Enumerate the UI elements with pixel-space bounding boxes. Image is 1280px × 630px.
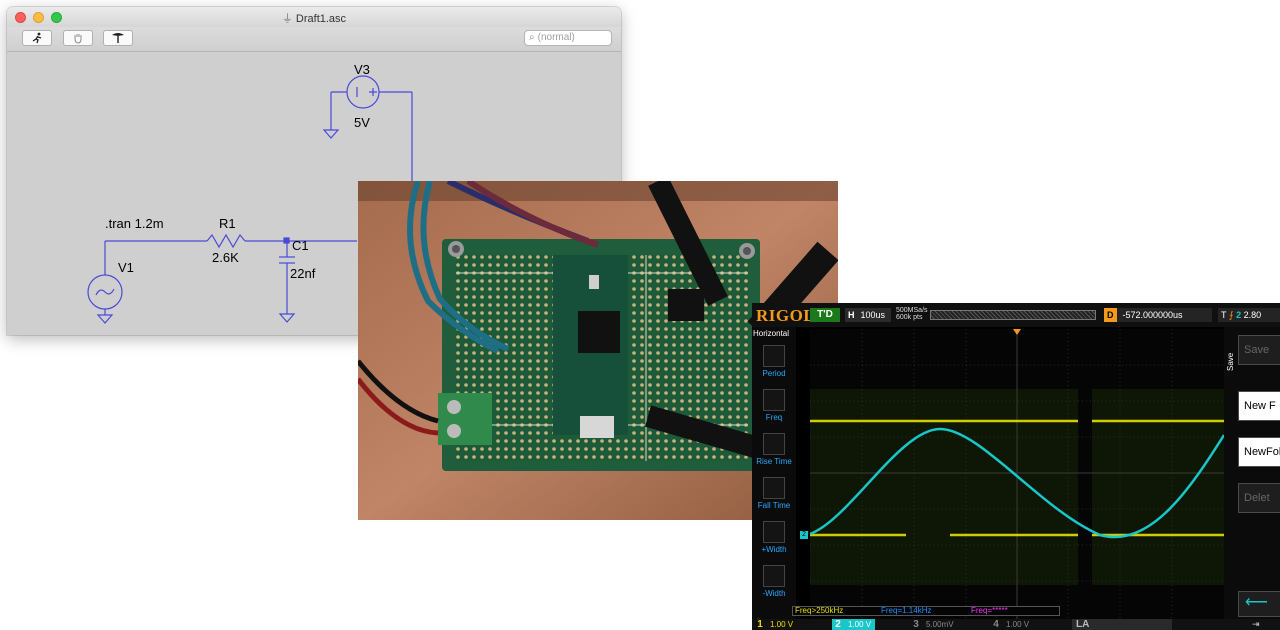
measure-neg-width-button[interactable]: -Width [752,565,796,609]
measure-rise-time-button[interactable]: Rise Time [752,433,796,477]
horizontal-menu: Horizontal Period Freq Rise Time Fall Ti… [752,327,796,619]
measure-label: Period [762,369,786,378]
tran-directive: .tran 1.2m [105,216,164,231]
brand-logo: RIGOL [756,306,816,325]
save-menu: Save Save New F NewFol Delet ⟵ [1224,327,1280,619]
freq-readout: Freq=***** [971,606,1008,615]
run-icon [32,32,42,44]
channel-1-trace [810,419,1224,537]
v1-label: V1 [118,260,134,275]
run-button[interactable] [22,30,52,46]
window-title-text: Draft1.asc [295,13,347,25]
channel-number: 1 [757,619,763,630]
trigger-edge-icon: ⨍ [1228,310,1234,320]
channel-3-readout[interactable]: 3 5.00mV [910,619,954,630]
channel-scale: 1.00 V [1006,620,1030,629]
waveform-grid [810,329,1224,619]
memory-overview [930,310,1096,320]
v3-ground-symbol [322,129,340,139]
search-icon: ⌕ [529,32,535,43]
search-placeholder: (normal) [537,32,575,43]
probe-icon [112,33,124,43]
delay-label: D [1104,308,1117,322]
delay-readout[interactable]: D -572.000000us [1104,308,1212,322]
measure-freq-button[interactable]: Freq [752,389,796,433]
c1-ground-symbol [278,313,296,323]
trigger-status: T'D [810,308,840,322]
trigger-channel-icon: 2 [1236,310,1242,320]
delete-button[interactable]: Delet [1238,483,1280,513]
measure-label: Freq [765,413,783,422]
c1-value: 22nf [290,266,316,281]
v3-label: V3 [354,62,370,77]
usb-icon: ⇥ [1252,619,1260,629]
r1-value: 2.6K [212,250,239,265]
zoom-button[interactable] [51,12,62,23]
channel-bar: 1 1.00 V 2 1.00 V 3 5.00mV 4 1.00 V LA ⇥ [752,619,1280,630]
freq-readout: Freq=1.14kHz [881,606,932,615]
v1-ground-symbol [96,314,114,324]
channel-2-trace [810,427,1224,539]
title-bar[interactable]: ⏚Draft1.asc [7,7,621,27]
c1-label: C1 [292,238,309,253]
schematic-wires [87,75,413,324]
measure-period-button[interactable]: Period [752,345,796,389]
delay-value: -572.000000us [1122,310,1183,320]
search-input[interactable]: ⌕(normal) [524,30,612,46]
logic-analyzer-tab[interactable]: LA [1072,619,1172,630]
channel-1-readout[interactable]: 1 1.00 V [754,619,793,630]
measure-fall-time-button[interactable]: Fall Time [752,477,796,521]
toolbar: ⌕(normal) [7,27,621,52]
r1-label: R1 [219,216,236,231]
minimize-button[interactable] [33,12,44,23]
channel-scale: 1.00 V [770,620,794,629]
channel-2-marker: 2 [800,531,808,539]
probe-button[interactable] [103,30,133,46]
window-title: ⏚Draft1.asc [7,10,621,26]
channel-scale: 5.00mV [926,620,954,629]
measure-pos-width-button[interactable]: +Width [752,521,796,565]
fall-time-icon [763,477,785,499]
channel-number: 3 [913,619,919,630]
channel-scale: 1.00 V [848,620,872,629]
schematic-icon: ⏚ [281,13,293,25]
memory-depth: 600k pts [896,314,923,321]
channel-4-readout[interactable]: 4 1.00 V [990,619,1029,630]
timebase-value: 100us [860,310,886,320]
neg-width-icon [763,565,785,587]
trigger-label: T [1221,310,1227,320]
save-menu-title: Save [1226,352,1235,371]
trigger-readout[interactable]: T ⨍ 2 2.80 [1218,308,1280,322]
measure-label: Fall Time [757,501,791,510]
new-folder-button[interactable]: NewFol [1238,437,1280,467]
r1-resistor-symbol [206,233,246,249]
channel-number: 4 [993,619,999,630]
pan-button[interactable] [63,30,93,46]
freq-icon [763,389,785,411]
measure-label: -Width [762,589,786,598]
v3-value: 5V [354,115,370,130]
h-label: H [848,310,855,320]
channel-number: 2 [835,619,841,630]
close-button[interactable] [15,12,26,23]
back-arrow-icon[interactable]: ⟵ [1238,591,1280,617]
new-file-button[interactable]: New F [1238,391,1280,421]
pos-width-icon [763,521,785,543]
frequency-readouts: Freq>250kHz Freq=1.14kHz Freq=***** [792,606,1060,616]
trigger-level: 2.80 [1243,310,1262,320]
measure-label: Rise Time [756,457,792,466]
rise-time-icon [763,433,785,455]
channel-2-readout[interactable]: 2 1.00 V [832,619,876,630]
hand-icon [74,34,82,44]
freq-readout: Freq>250kHz [795,606,844,615]
sample-rate: 500MSa/s [896,307,928,314]
measure-label: +Width [761,545,787,554]
period-icon [763,345,785,367]
timebase-readout[interactable]: H 100us [845,308,891,322]
horizontal-menu-title: Horizontal [753,329,790,338]
save-button[interactable]: Save [1238,335,1280,365]
